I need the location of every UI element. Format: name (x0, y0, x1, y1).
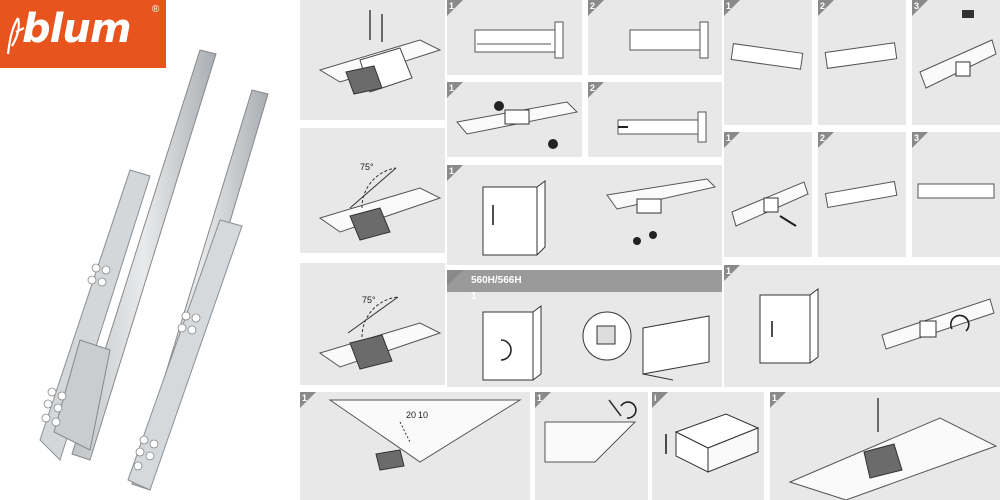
blum-logo: blum ® (0, 0, 166, 68)
panel-drill-positions: 1 20 10 (300, 392, 530, 500)
blum-figure-icon (6, 17, 25, 55)
panel-insert-3: 3 (912, 0, 1000, 125)
panel-detach-3: 3 (912, 132, 1000, 257)
panel-height-adjust: 1 (447, 165, 722, 265)
panel-drawer-box: i (652, 392, 764, 500)
drawer-runners-image (39, 49, 269, 491)
model-label: 560H/566H (471, 275, 522, 286)
panel-depth-adjust: 1 (724, 265, 1000, 387)
panel-detach-1: 1 (724, 132, 812, 257)
panel-insert-2: 2 (818, 0, 906, 125)
dimension-10: 10 (418, 410, 428, 420)
angle-label: 75° (360, 162, 374, 172)
panel-clip-mount (300, 0, 445, 120)
panel-remove: 2 (588, 82, 722, 157)
brand-name: blum (22, 6, 131, 52)
dimension-20: 20 (406, 410, 416, 420)
panel-screw-front: 1 (535, 392, 648, 500)
panel-step-close: 2 (588, 0, 722, 75)
panel-release: 1 (447, 82, 582, 157)
angle-label-2: 75° (362, 295, 376, 305)
registered-mark: ® (152, 4, 160, 15)
panel-clip-angle-1: 75° (300, 128, 445, 253)
panel-clip-attach: 1 (770, 392, 1000, 500)
panel-detach-2: 2 (818, 132, 906, 257)
panel-step-open: 1 (447, 0, 582, 75)
panel-insert-1: 1 (724, 0, 812, 125)
panel-clip-angle-2: 75° (300, 263, 445, 385)
